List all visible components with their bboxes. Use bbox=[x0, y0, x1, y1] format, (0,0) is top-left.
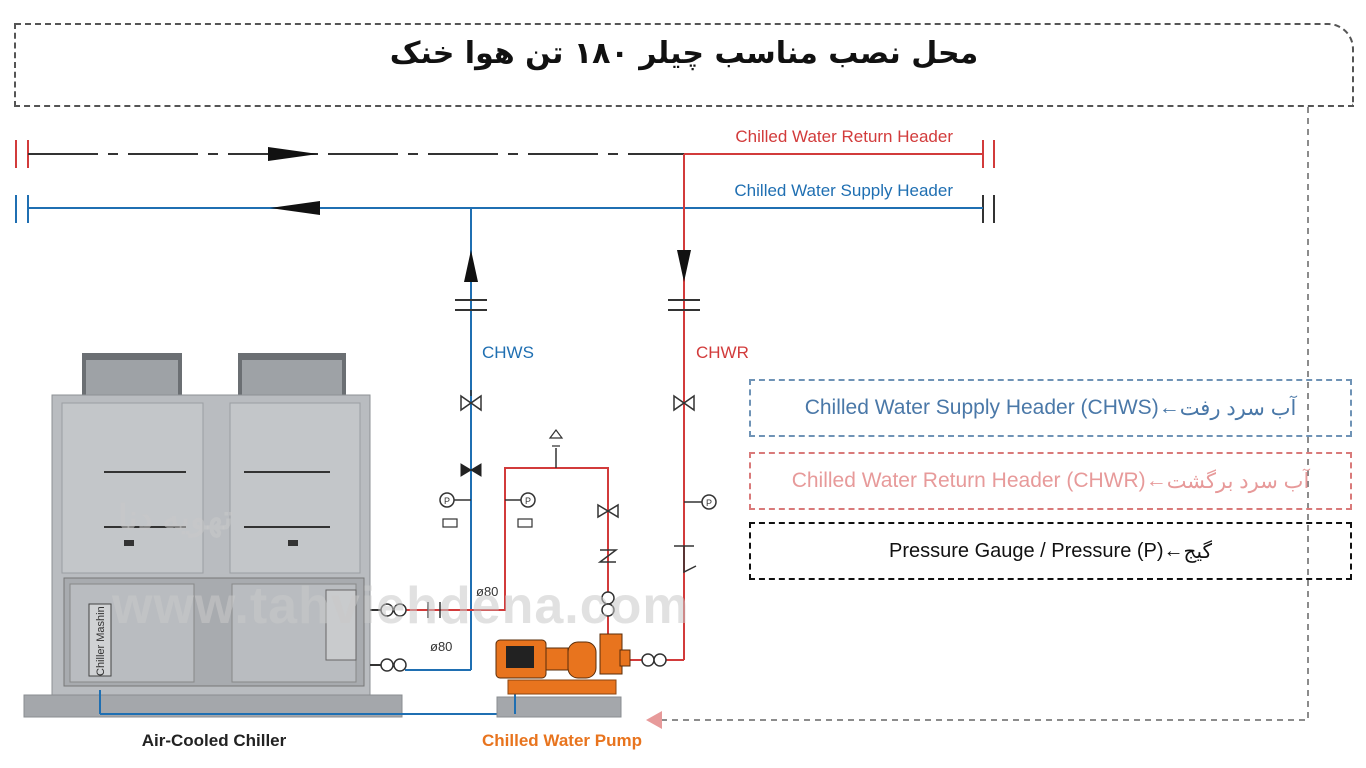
svg-text:P: P bbox=[444, 496, 450, 506]
chws-label: CHWS bbox=[482, 343, 534, 362]
legend-supply: Chilled Water Supply Header (CHWS) ← آب … bbox=[749, 379, 1352, 437]
title-frame bbox=[14, 23, 1354, 107]
legend-gauge-fa: گیج bbox=[1183, 540, 1213, 563]
pump-suction-loop bbox=[395, 429, 619, 635]
supply-header-label: Chilled Water Supply Header bbox=[734, 181, 953, 200]
chiller-label: Air-Cooled Chiller bbox=[142, 731, 287, 750]
legend-return: Chilled Water Return Header (CHWR) ← آب … bbox=[749, 452, 1352, 510]
svg-text:P: P bbox=[706, 498, 712, 508]
chilled-water-pump bbox=[495, 633, 631, 718]
connector-arrowhead bbox=[646, 711, 662, 729]
legend-supply-fa: آب سرد رفت bbox=[1179, 396, 1297, 420]
legend-return-fa: آب سرد برگشت bbox=[1166, 469, 1310, 493]
supply-header bbox=[15, 195, 995, 223]
legend-gauge: Pressure Gauge / Pressure (P) ← گیج bbox=[749, 522, 1352, 580]
pump-label: Chilled Water Pump bbox=[482, 731, 642, 750]
legend-arrow-icon: ← bbox=[1158, 396, 1180, 419]
pressure-gauges: P P bbox=[439, 492, 536, 528]
chws-riser bbox=[405, 208, 487, 671]
page-title: محل نصب مناسب چیلر ۱۸۰ تن هوا خنک bbox=[389, 36, 979, 71]
chiller-brand: Chiller Mashin bbox=[95, 606, 107, 676]
return-header-label: Chilled Water Return Header bbox=[735, 127, 953, 146]
chwr-label: CHWR bbox=[696, 343, 749, 362]
legend-gauge-en: Pressure Gauge / Pressure (P) bbox=[888, 539, 1164, 562]
svg-text:P: P bbox=[525, 496, 531, 506]
legend-supply-en: Chilled Water Supply Header (CHWS) bbox=[804, 396, 1159, 419]
chwr-riser: P bbox=[628, 154, 717, 667]
legend-arrow-icon: ← bbox=[1163, 539, 1184, 562]
return-header bbox=[15, 140, 995, 168]
pipe-diameter-bottom: ø80 bbox=[430, 639, 452, 654]
legend-return-en: Chilled Water Return Header (CHWR) bbox=[791, 469, 1146, 492]
legend-arrow-icon: ← bbox=[1145, 469, 1167, 492]
title-connector-line bbox=[660, 107, 1309, 721]
pipe-diameter-top: ø80 bbox=[476, 584, 498, 599]
air-cooled-chiller: Chiller Mashin bbox=[23, 353, 515, 718]
